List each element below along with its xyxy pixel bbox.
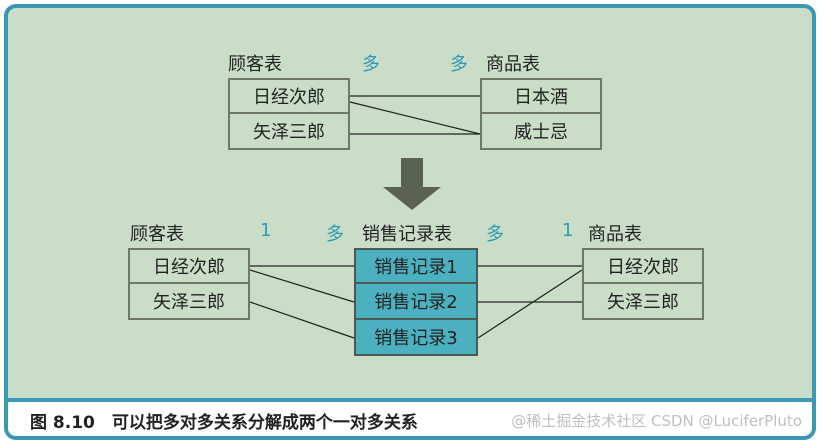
- line-top-c1-p2: [349, 101, 481, 135]
- top-right-multiplicity: 多: [450, 54, 468, 75]
- top-product-table-title: 商品表: [486, 54, 540, 75]
- connector-lines: [249, 95, 583, 339]
- bottom-left-many: 多: [326, 224, 344, 245]
- sales-record-row: 销售记录1: [354, 248, 478, 284]
- figure-frame: 顾客表 多 多 商品表 日经次郎 矢泽三郎 日本酒 威士忌 顾客表 1 多 销售…: [4, 4, 816, 440]
- sales-record-row: 销售记录3: [354, 320, 478, 356]
- bottom-product-row: 矢泽三郎: [582, 284, 704, 320]
- down-arrow-icon: [383, 158, 441, 210]
- bottom-left-one: 1: [260, 220, 272, 241]
- caption-bar: 图 8.10 可以把多对多关系分解成两个一对多关系 @稀土掘金技术社区 CSDN…: [8, 398, 812, 436]
- bottom-customer-row: 日经次郎: [128, 248, 250, 284]
- top-customer-row: 日经次郎: [228, 78, 350, 114]
- bottom-customer-table-title: 顾客表: [130, 224, 184, 245]
- bottom-customer-row: 矢泽三郎: [128, 284, 250, 320]
- top-product-row: 威士忌: [480, 114, 602, 150]
- bottom-right-one: 1: [562, 220, 574, 241]
- bottom-sales-table-title: 销售记录表: [362, 224, 452, 245]
- top-customer-table-title: 顾客表: [228, 54, 282, 75]
- line-bot-c1-s2: [249, 269, 355, 303]
- line-bot-s3-p1: [477, 269, 583, 339]
- bottom-product-table-title: 商品表: [588, 224, 642, 245]
- sales-record-row: 销售记录2: [354, 284, 478, 320]
- figure-caption: 图 8.10 可以把多对多关系分解成两个一对多关系: [30, 413, 418, 433]
- top-customer-row: 矢泽三郎: [228, 114, 350, 150]
- bottom-right-many: 多: [486, 224, 504, 245]
- line-bot-c2-s3: [249, 301, 355, 339]
- watermark: @稀土掘金技术社区 CSDN @LuciferPluto: [511, 412, 802, 430]
- top-product-row: 日本酒: [480, 78, 602, 114]
- top-left-multiplicity: 多: [362, 54, 380, 75]
- bottom-product-row: 日经次郎: [582, 248, 704, 284]
